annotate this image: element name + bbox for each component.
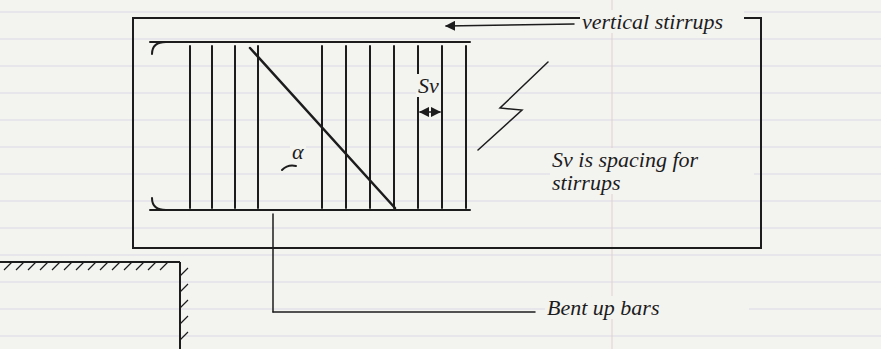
note-text: Sv is spacing for stirrups — [550, 148, 754, 194]
support — [0, 262, 188, 349]
angle-symbol: α — [290, 140, 306, 163]
callout-label: Bent up bars — [545, 296, 749, 319]
beam — [133, 18, 761, 312]
spacing-symbol: Sv — [416, 74, 441, 97]
callout-label: vertical stirrups — [580, 10, 744, 33]
